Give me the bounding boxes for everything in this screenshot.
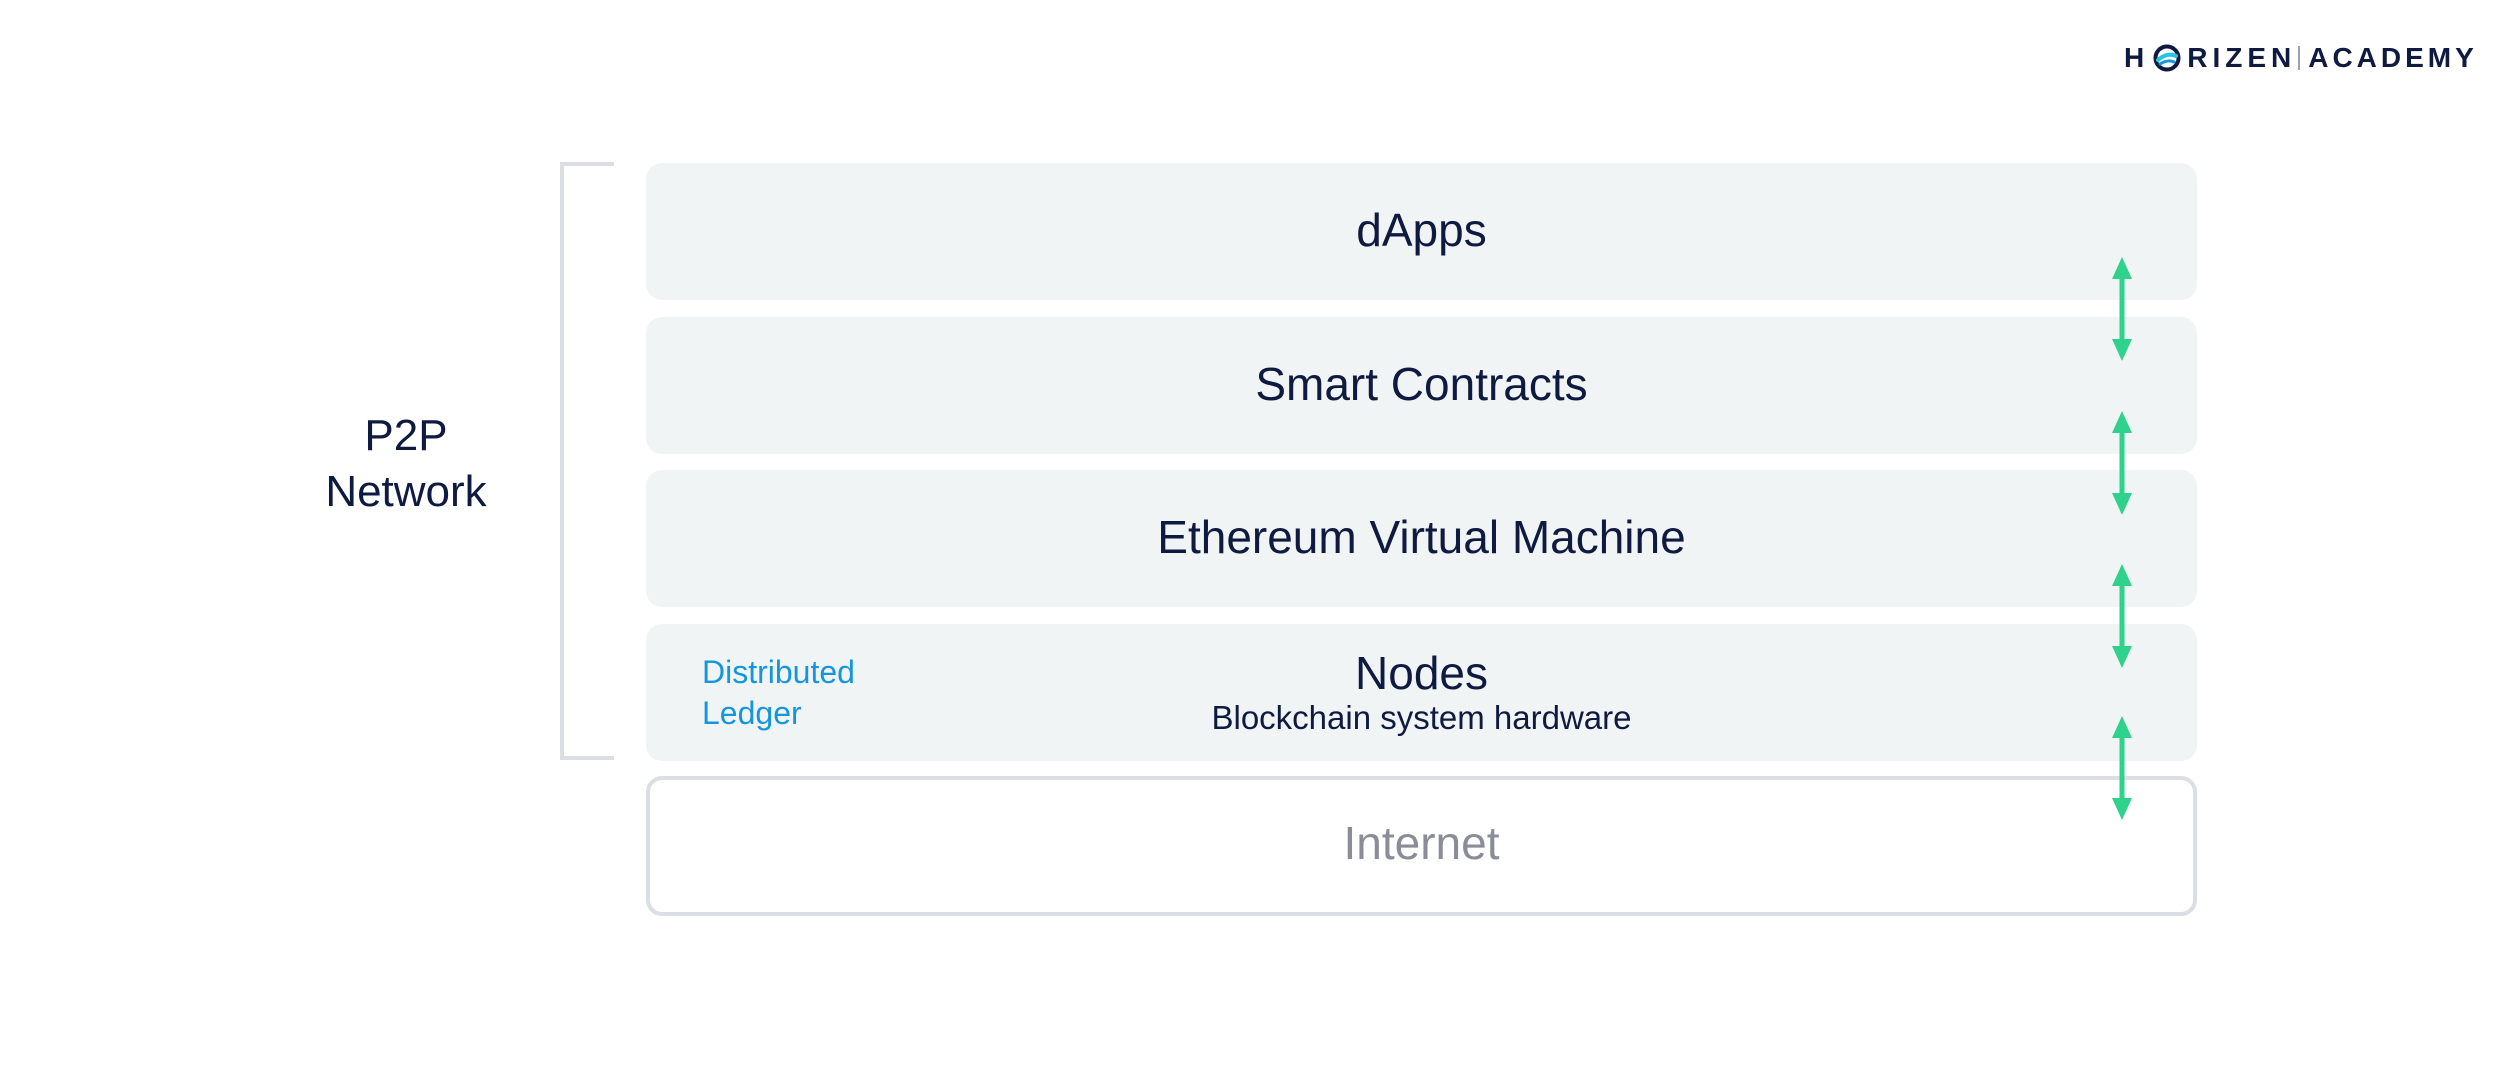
p2p-network-bracket — [560, 162, 614, 760]
layer-dapps-title: dApps — [1356, 204, 1487, 256]
layer-dapps: dApps — [646, 163, 2197, 300]
layer-nodes: Distributed Ledger Nodes Blockchain syst… — [646, 624, 2197, 761]
double-arrow-vertical-icon — [2104, 411, 2140, 515]
distributed-ledger-tag-line2: Ledger — [702, 695, 802, 731]
layer-internet-title: Internet — [1343, 817, 1500, 869]
horizen-academy-logo: H RIZEN ACADEMY — [2124, 40, 2478, 76]
layer-evm-title: Ethereum Virtual Machine — [1157, 511, 1686, 563]
double-arrow-vertical-icon — [2104, 257, 2140, 361]
distributed-ledger-tag: Distributed Ledger — [702, 652, 855, 734]
layer-nodes-title: Nodes — [1355, 647, 1488, 699]
layer-smart-contracts-title: Smart Contracts — [1255, 358, 1588, 410]
p2p-network-label-line1: P2P — [364, 411, 448, 460]
double-arrow-vertical-icon — [2104, 716, 2140, 820]
layer-ethereum-virtual-machine: Ethereum Virtual Machine — [646, 470, 2197, 607]
p2p-network-label: P2P Network — [306, 408, 506, 520]
logo-divider — [2298, 46, 2301, 70]
double-arrow-vertical-icon — [2104, 564, 2140, 668]
logo-word-rizen: RIZEN — [2187, 42, 2297, 73]
distributed-ledger-tag-line1: Distributed — [702, 654, 855, 690]
layer-nodes-subtitle: Blockchain system hardware — [1211, 699, 1632, 736]
horizen-o-mark-icon — [2152, 43, 2182, 73]
layer-smart-contracts: Smart Contracts — [646, 317, 2197, 454]
logo-letter-h: H — [2124, 42, 2150, 73]
logo-word-academy: ACADEMY — [2308, 42, 2478, 73]
p2p-network-label-line2: Network — [325, 467, 487, 516]
layer-internet: Internet — [646, 776, 2197, 916]
